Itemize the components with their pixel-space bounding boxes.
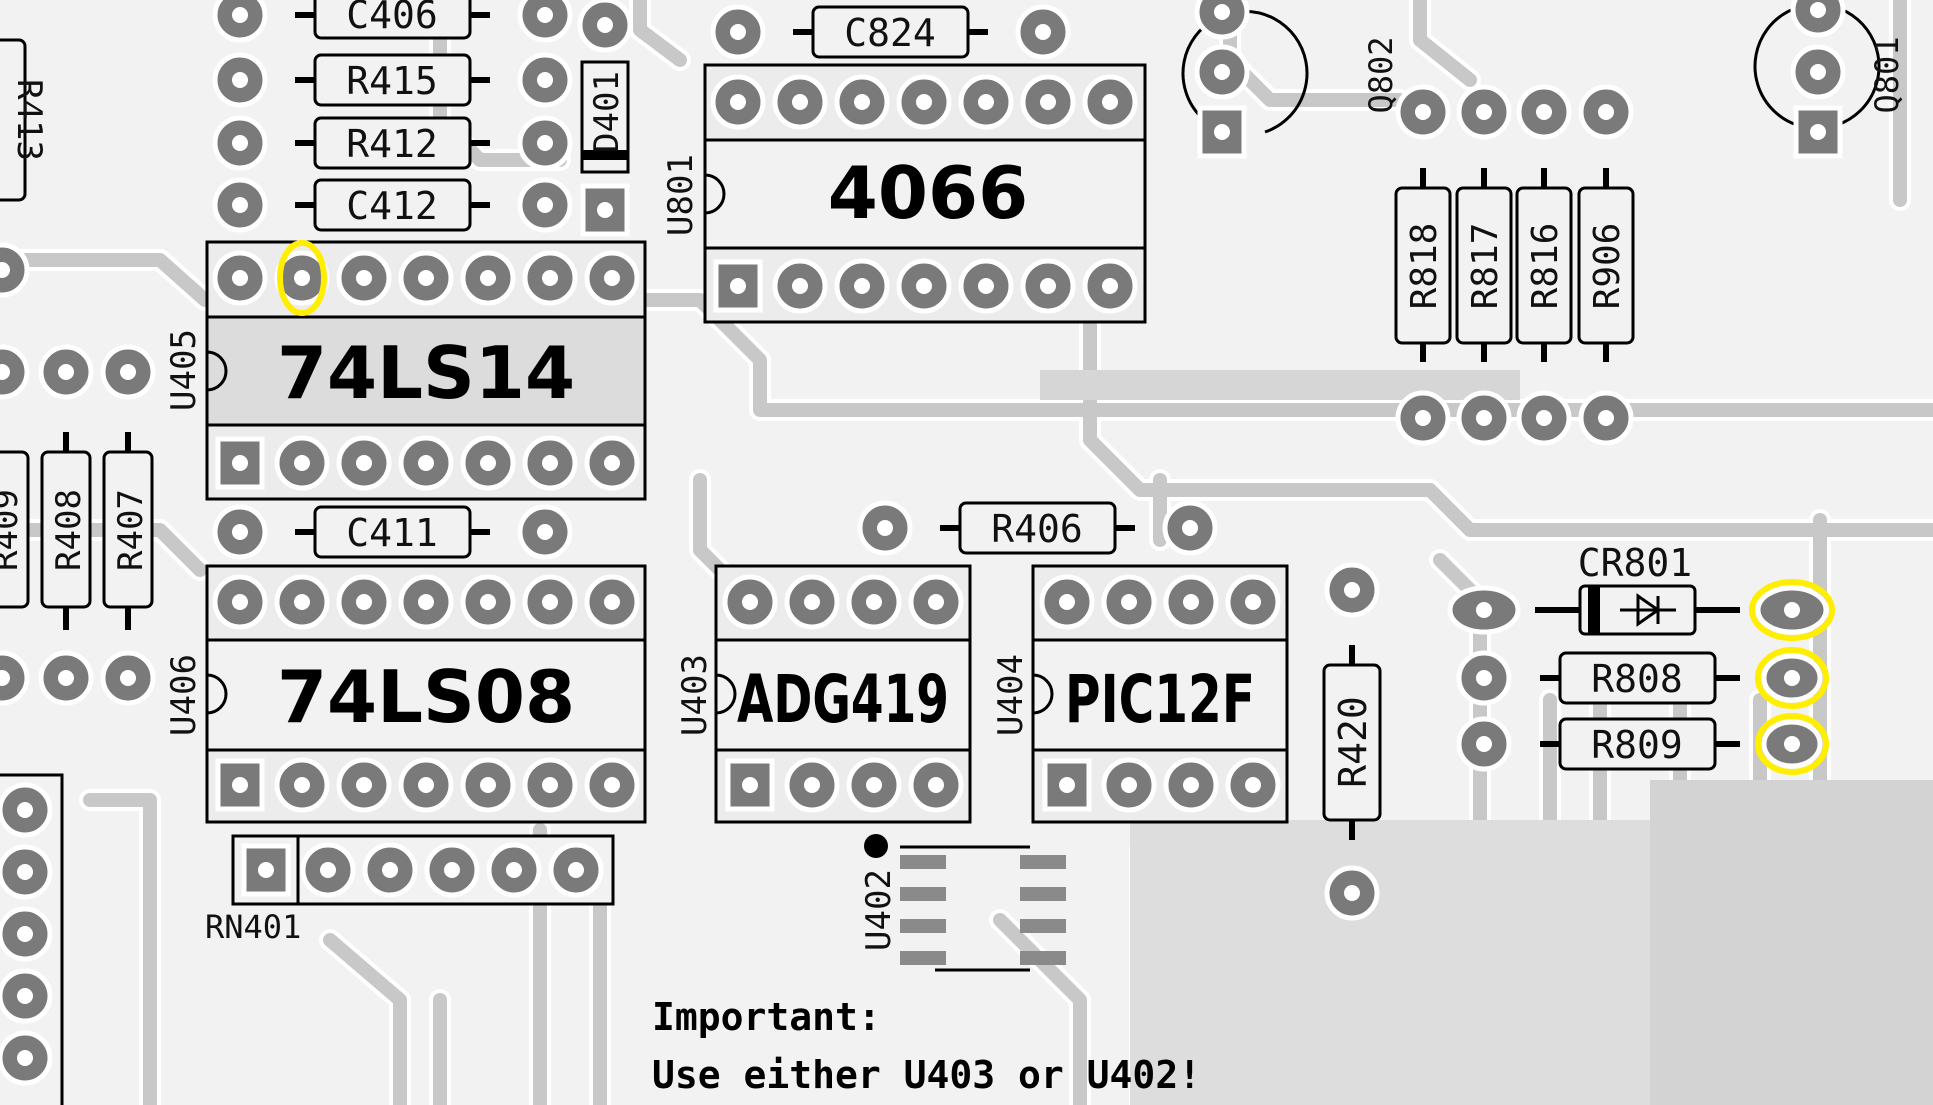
u405-chip[interactable]: 74LS14 U405 xyxy=(164,240,647,501)
r809-label: R809 xyxy=(1591,723,1683,767)
r818-component[interactable]: R818 xyxy=(1394,168,1452,362)
q801-group[interactable]: Q801 xyxy=(1753,0,1906,156)
r409-label: R409 xyxy=(0,489,26,571)
c412-component[interactable]: C412 xyxy=(215,180,570,230)
r816-label: R816 xyxy=(1525,223,1566,310)
u404-chip[interactable]: PIC12F U404 xyxy=(991,564,1289,824)
u801-part-label: 4066 xyxy=(828,151,1028,235)
r415-label: R415 xyxy=(346,59,438,103)
r413-fragment: R413 xyxy=(0,38,49,295)
c411-label: C411 xyxy=(346,511,438,555)
r420-component[interactable]: R420 xyxy=(1322,565,1382,918)
r817-component[interactable]: R817 xyxy=(1455,168,1513,362)
u405-part-label: 74LS14 xyxy=(277,331,575,415)
u403-part-label: ADG419 xyxy=(737,661,949,738)
important-note: Important: Use either U403 or U402! xyxy=(652,995,1201,1097)
transistor-top-center[interactable] xyxy=(1181,0,1309,156)
r808-highlight-ring xyxy=(1755,647,1829,709)
cr801-component[interactable]: CR801 xyxy=(1447,541,1835,641)
note-line-2: Use either U403 or U402! xyxy=(652,1053,1201,1097)
r809-component[interactable]: R809 xyxy=(1459,713,1829,775)
r420-label: R420 xyxy=(1331,696,1375,788)
r413-label: R413 xyxy=(9,79,49,161)
u404-ref-label: U404 xyxy=(991,654,1031,736)
u402-label: U402 xyxy=(859,869,899,951)
cr801-highlight-ring xyxy=(1749,579,1835,641)
q802-label: Q802 xyxy=(1362,36,1400,113)
u406-chip[interactable]: 74LS08 U406 xyxy=(164,564,647,824)
r409-component[interactable]: R409 xyxy=(0,450,30,609)
u406-ref-label: U406 xyxy=(164,654,204,736)
c406-component[interactable]: C406 xyxy=(215,0,570,40)
u403-chip[interactable]: ADG419 U403 xyxy=(675,564,972,824)
u405-highlight-ring xyxy=(277,240,327,316)
c824-label: C824 xyxy=(844,11,936,55)
rn401-network[interactable]: RN401 xyxy=(205,834,615,946)
rn401-label: RN401 xyxy=(205,908,301,946)
r818-label: R818 xyxy=(1404,223,1445,310)
r408-label: R408 xyxy=(49,489,89,571)
left-edge-components: R409 R408 R407 xyxy=(0,347,153,1105)
c824-component[interactable]: C824 xyxy=(713,7,1068,57)
d401-component[interactable]: D401 xyxy=(580,0,630,234)
r412-label: R412 xyxy=(346,122,438,166)
r906-label: R906 xyxy=(1587,223,1628,310)
left-component-column: C406 R415 R412 C412 D401 R413 xyxy=(0,0,630,295)
r808-label: R808 xyxy=(1591,657,1683,701)
c412-label: C412 xyxy=(346,184,438,228)
u403-ref-label: U403 xyxy=(675,654,715,736)
u406-part-label: 74LS08 xyxy=(277,655,575,739)
r407-component[interactable]: R407 xyxy=(102,432,154,630)
r407-label: R407 xyxy=(111,489,151,571)
r817-label: R817 xyxy=(1465,223,1506,310)
u402-soic[interactable]: U402 xyxy=(859,834,1066,972)
r816-component[interactable]: R816 xyxy=(1515,168,1573,362)
u801-chip[interactable]: 4066 U801 xyxy=(661,63,1147,324)
r906-component[interactable]: R906 xyxy=(1577,168,1635,362)
note-line-1: Important: xyxy=(652,995,881,1039)
r415-component[interactable]: R415 xyxy=(215,55,570,105)
u801-ref-label: U801 xyxy=(661,154,701,236)
r809-highlight-ring xyxy=(1755,713,1829,775)
r408-component[interactable]: R408 xyxy=(40,432,92,630)
r406-component[interactable]: R406 xyxy=(860,503,1215,553)
r406-label: R406 xyxy=(991,507,1083,551)
c406-label: C406 xyxy=(346,0,438,37)
d401-label: D401 xyxy=(587,71,627,153)
u405-ref-label: U405 xyxy=(164,329,204,411)
q802-group[interactable]: Q802 xyxy=(1362,36,1631,443)
q801-label: Q801 xyxy=(1868,36,1906,113)
c411-component[interactable]: C411 xyxy=(215,507,570,557)
r412-component[interactable]: R412 xyxy=(215,118,570,168)
u404-part-label: PIC12F xyxy=(1065,661,1255,738)
r808-component[interactable]: R808 xyxy=(1459,647,1829,709)
cr801-label: CR801 xyxy=(1578,541,1692,585)
